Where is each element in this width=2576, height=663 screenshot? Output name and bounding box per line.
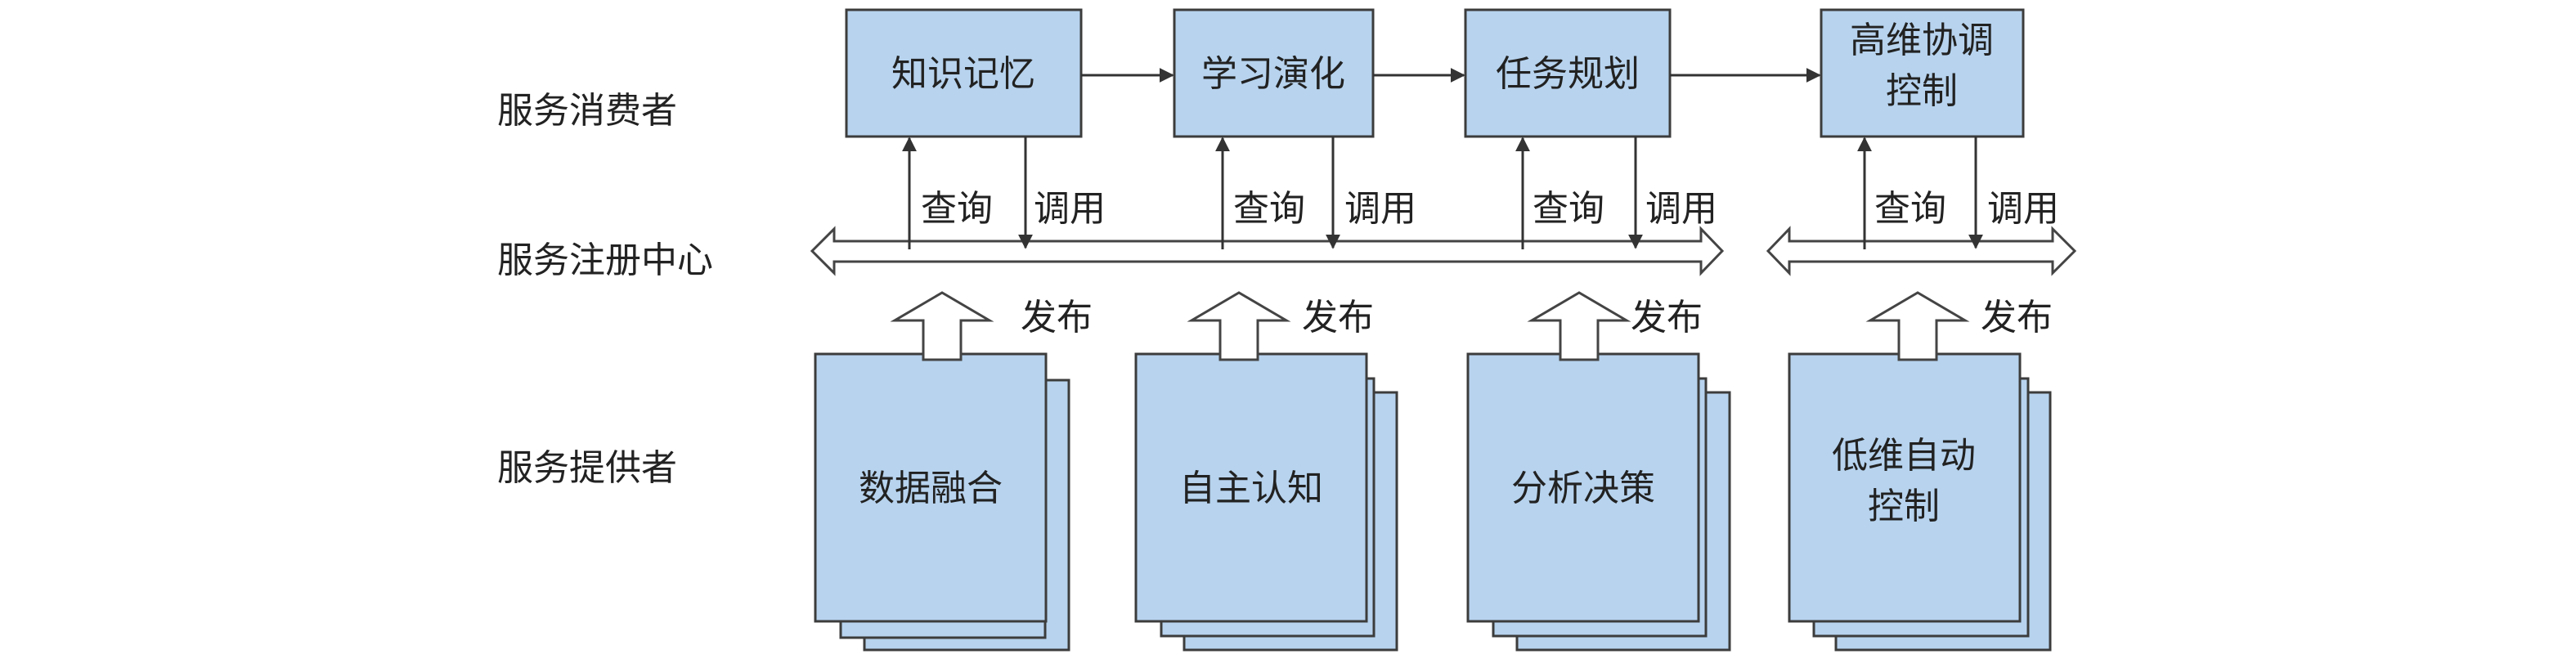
- query-label: 查询: [1533, 188, 1604, 230]
- invoke-label: 调用: [1645, 188, 1717, 230]
- query-label: 查询: [921, 188, 993, 230]
- publish-arrow-autonomous-cognition: 发布: [1187, 291, 1374, 361]
- invoke-label: 调用: [1034, 188, 1106, 230]
- query-label: 查询: [1874, 188, 1946, 230]
- invoke-label: 调用: [1987, 188, 2059, 230]
- publish-label: 发布: [1021, 297, 1093, 338]
- provider-label-autonomous-cognition: 自主认知: [1179, 468, 1323, 509]
- publish-arrow-data-fusion: 发布: [890, 291, 1093, 361]
- provider-label-analysis-decision: 分析决策: [1511, 468, 1655, 509]
- consumer-label-learning-evolution: 学习演化: [1201, 53, 1345, 95]
- provider-stack-low-dim-autonomous-control: 低维自动 控制: [1788, 352, 2052, 652]
- publish-arrow-analysis-decision: 发布: [1527, 291, 1703, 361]
- publish-label: 发布: [1302, 297, 1374, 338]
- row-label-provider: 服务提供者: [497, 447, 677, 489]
- consumer-box-task-planning: 任务规划: [1464, 8, 1672, 138]
- registry-bus-left: [810, 226, 1725, 276]
- registry-bus-right: [1766, 226, 2077, 276]
- provider-stack-data-fusion: 数据融合: [814, 352, 1070, 652]
- provider-stack-analysis-decision: 分析决策: [1466, 352, 1731, 652]
- consumer-label-knowledge-memory: 知识记忆: [891, 53, 1035, 95]
- consumer-label-task-planning: 任务规划: [1496, 53, 1640, 95]
- consumer-label-high-dim-line2: 控制: [1886, 70, 1958, 112]
- publish-label: 发布: [1981, 297, 2053, 338]
- row-label-consumer: 服务消费者: [497, 90, 677, 132]
- consumer-box-high-dim-coordination-control: 高维协调 控制: [1820, 8, 2025, 138]
- publish-arrow-low-dim-autonomous-control: 发布: [1865, 291, 2053, 361]
- links-learning-evolution: 查询 调用: [1215, 137, 1416, 249]
- invoke-label: 调用: [1344, 188, 1416, 230]
- provider-label-low-dim-line2: 控制: [1868, 486, 1940, 527]
- publish-label: 发布: [1631, 297, 1703, 338]
- links-knowledge-memory: 查询 调用: [902, 137, 1106, 249]
- links-high-dim-coordination-control: 查询 调用: [1857, 137, 2059, 249]
- consumer-label-high-dim-line1: 高维协调: [1850, 20, 1994, 61]
- row-label-registry: 服务注册中心: [497, 240, 713, 281]
- links-task-planning: 查询 调用: [1515, 137, 1717, 249]
- consumer-box-learning-evolution: 学习演化: [1173, 8, 1375, 138]
- consumer-box-knowledge-memory: 知识记忆: [845, 8, 1083, 138]
- provider-stack-autonomous-cognition: 自主认知: [1134, 352, 1398, 652]
- provider-label-data-fusion: 数据融合: [859, 468, 1003, 509]
- query-label: 查询: [1233, 188, 1305, 230]
- provider-label-low-dim-line1: 低维自动: [1832, 435, 1976, 477]
